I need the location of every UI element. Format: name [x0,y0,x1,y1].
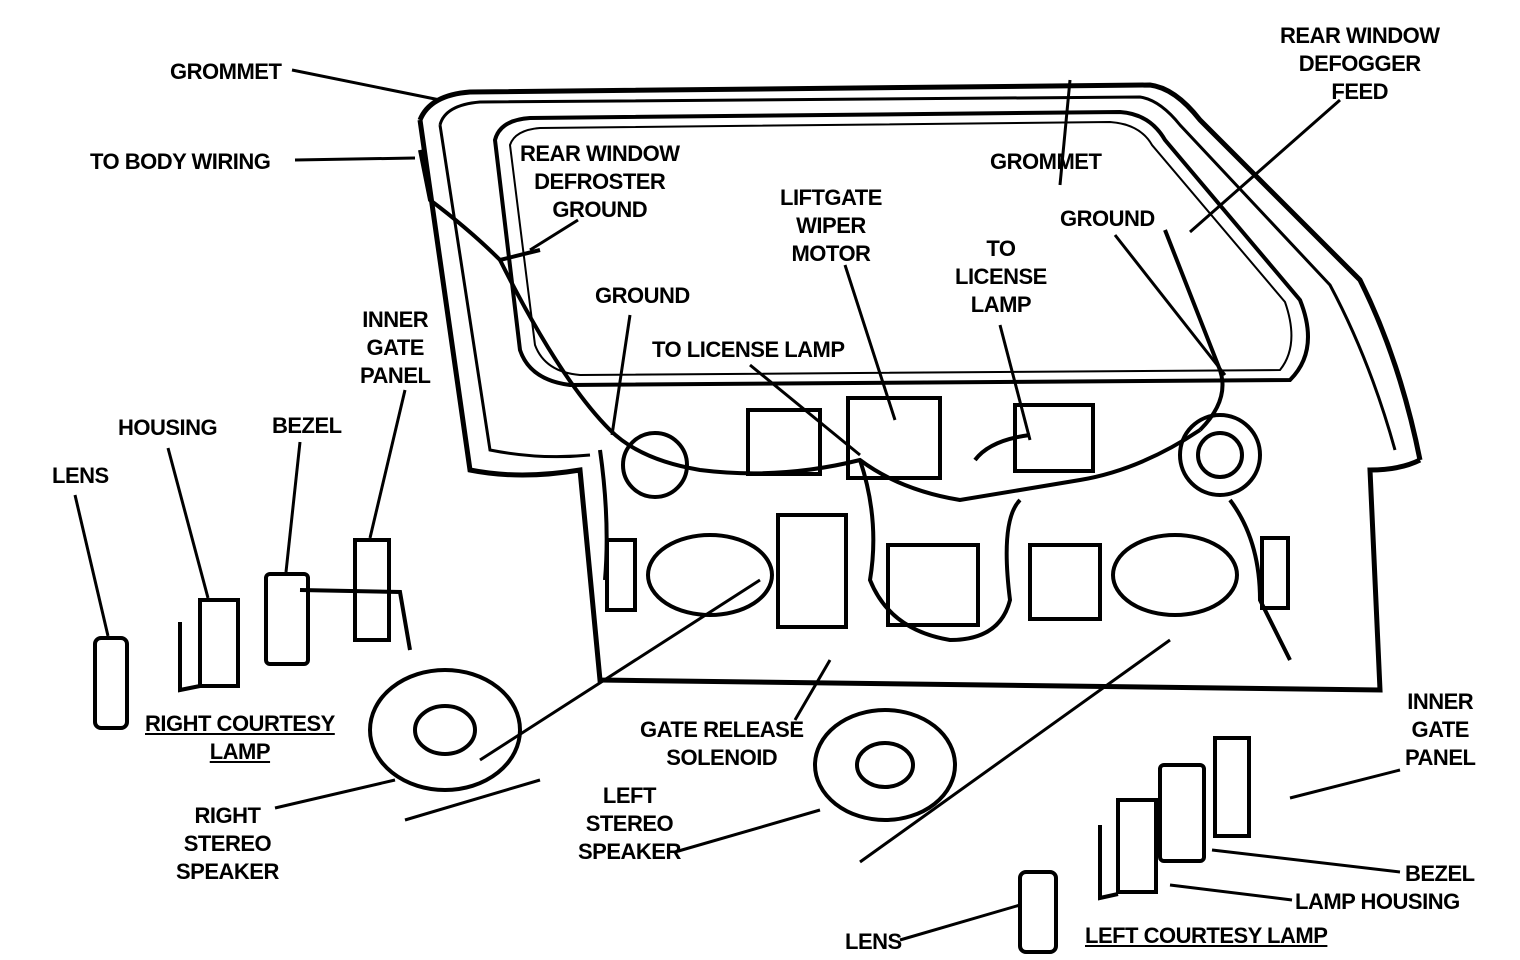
liftgate-wiper-motor-line-2: WIPER [796,213,866,238]
rear-window-defogger-feed-line-3: FEED [1331,79,1389,104]
left-stereo-speaker-label: LEFT STEREO SPEAKER [578,782,681,866]
to-license-lamp-label: TO LICENSE LAMP [652,337,845,362]
inner-gate-panel-right-line-1: INNER [1407,689,1474,714]
gate-release-solenoid-line-1: GATE RELEASE [640,717,804,742]
right-stereo-speaker-label: RIGHT STEREO SPEAKER [176,802,279,886]
inner-gate-panel-left-line-3: PANEL [360,363,431,388]
left-stereo-speaker-line-1: LEFT [602,783,656,808]
lamp-housing-label: LAMP HOUSING [1295,889,1460,914]
to-license-lamp-upper-label: TO LICENSE LAMP [955,235,1047,319]
right-courtesy-lamp-line-2: LAMP [209,739,271,764]
rear-window-defroster-ground-line-2: DEFROSTER [534,169,666,194]
right-courtesy-lamp-line-1: RIGHT COURTESY [145,711,335,736]
inner-gate-panel-left-label: INNER GATE PANEL [360,306,431,390]
stereo-speakers [368,668,957,822]
to-license-lamp-upper-line-3: LAMP [970,292,1032,317]
left-stereo-speaker-line-2: STEREO [585,811,674,836]
grommet-right-label: GROMMET [990,149,1102,174]
rear-window-defroster-ground-line-3: GROUND [552,197,648,222]
rear-window-defroster-ground-line-1: REAR WINDOW [520,141,680,166]
rear-window-defogger-feed-label: REAR WINDOW DEFOGGER FEED [1280,22,1440,106]
lens-right-label: LENS [845,929,902,954]
left-stereo-speaker-line-3: SPEAKER [578,839,681,864]
ground-right-label: GROUND [1060,206,1155,231]
right-stereo-speaker-line-2: STEREO [183,831,272,856]
right-stereo-speaker-line-1: RIGHT [194,803,261,828]
left-courtesy-lamp-label: LEFT COURTESY LAMP [1085,923,1328,948]
bezel-left-label: BEZEL [272,413,342,438]
to-license-lamp-upper-line-1: TO [986,236,1016,261]
panel-cutouts [605,396,1290,629]
right-courtesy-lamp-label: RIGHT COURTESY LAMP [145,710,335,766]
gate-release-solenoid-label: GATE RELEASE SOLENOID [640,716,804,772]
liftgate-wiper-motor-line-3: MOTOR [791,241,871,266]
rear-window-defroster-ground-label: REAR WINDOW DEFROSTER GROUND [520,140,680,224]
liftgate-wiper-motor-line-1: LIFTGATE [780,185,882,210]
liftgate-frame [417,82,1423,693]
grommet-top-label: GROMMET [170,59,282,84]
inner-gate-panel-right-label: INNER GATE PANEL [1405,688,1476,772]
right-courtesy-lamp-parts [93,538,412,730]
inner-gate-panel-right-line-2: GATE [1411,717,1469,742]
rear-window-defogger-feed-line-2: DEFOGGER [1298,51,1421,76]
inner-gate-panel-left-line-1: INNER [362,307,429,332]
liftgate-wiper-motor-label: LIFTGATE WIPER MOTOR [780,184,882,268]
right-stereo-speaker-line-3: SPEAKER [176,859,279,884]
left-courtesy-lamp-parts [1018,736,1251,954]
ground-center-label: GROUND [595,283,690,308]
inner-gate-panel-left-line-2: GATE [366,335,424,360]
inner-gate-panel-right-line-3: PANEL [1405,745,1476,770]
to-body-wiring-label: TO BODY WIRING [90,149,271,174]
housing-label: HOUSING [118,415,218,440]
bezel-right-label: BEZEL [1405,861,1475,886]
rear-window-defogger-feed-line-1: REAR WINDOW [1280,23,1440,48]
gate-release-solenoid-line-2: SOLENOID [666,745,778,770]
lens-left-label: LENS [52,463,109,488]
leader-lines [73,68,1401,942]
to-license-lamp-upper-line-2: LICENSE [955,264,1047,289]
